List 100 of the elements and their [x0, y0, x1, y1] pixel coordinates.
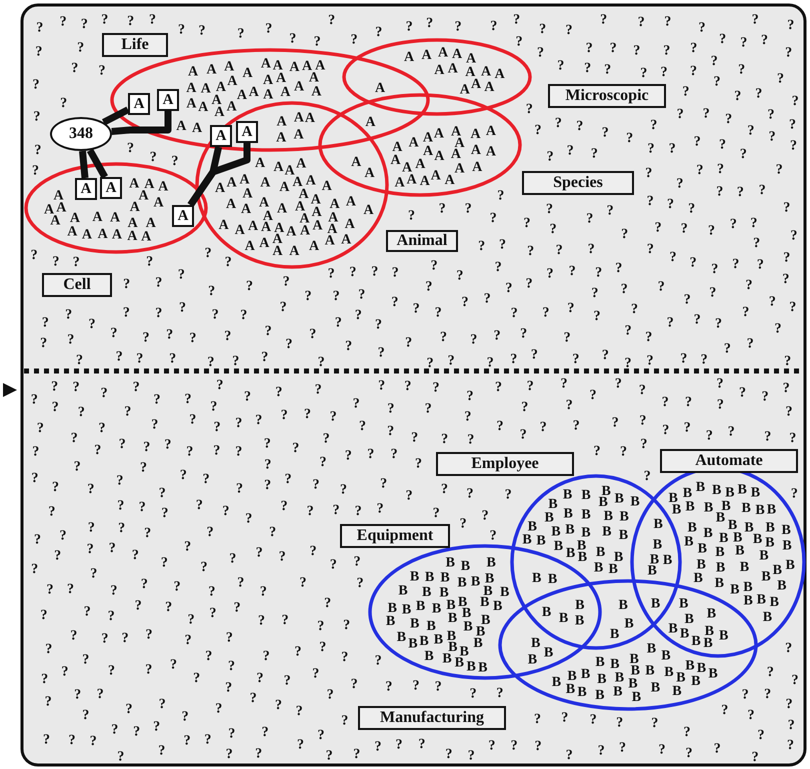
- scatter-symbol: ?: [633, 44, 640, 59]
- scatter-symbol: ?: [496, 686, 504, 701]
- scatter-symbol: A: [481, 64, 492, 80]
- scatter-symbol: ?: [264, 478, 272, 494]
- scatter-symbol: ?: [300, 575, 306, 590]
- scatter-symbol: B: [493, 599, 502, 614]
- scatter-symbol: B: [685, 658, 695, 674]
- scatter-symbol: A: [364, 202, 374, 218]
- scatter-symbol: ?: [650, 118, 658, 134]
- scatter-symbol: B: [528, 520, 537, 535]
- scatter-symbol: ?: [784, 354, 792, 370]
- scatter-symbol: ?: [406, 19, 413, 34]
- scatter-symbol: ?: [96, 686, 104, 702]
- scatter-symbol: B: [614, 670, 624, 686]
- connector-line: [86, 148, 108, 179]
- scatter-symbol: B: [744, 593, 753, 608]
- scatter-symbol: ?: [94, 443, 102, 458]
- scatter-symbol: ?: [174, 580, 181, 595]
- scatter-symbol: ?: [33, 109, 40, 124]
- scatter-symbol: ?: [318, 728, 324, 743]
- scatter-symbol: ?: [460, 516, 467, 532]
- scatter-symbol: ?: [36, 421, 44, 436]
- scatter-symbol: ?: [716, 376, 724, 392]
- scatter-symbol: ?: [598, 743, 605, 758]
- scatter-symbol: ?: [30, 248, 38, 264]
- scatter-symbol: ?: [312, 477, 320, 492]
- scatter-symbol: ?: [178, 268, 185, 283]
- scatter-symbol: ?: [734, 88, 742, 104]
- scatter-symbol: A: [67, 224, 78, 240]
- scatter-symbol: ?: [117, 498, 124, 514]
- scatter-symbol: ?: [354, 554, 361, 570]
- scatter-symbol: A: [277, 202, 288, 217]
- scatter-symbol: ?: [82, 652, 90, 668]
- scatter-symbol: ?: [250, 690, 257, 706]
- scatter-symbol: B: [610, 656, 620, 672]
- scatter-symbol: ?: [126, 702, 132, 717]
- scatter-symbol: B: [457, 576, 467, 591]
- scatter-symbol: ?: [761, 32, 768, 48]
- scatter-symbol: ?: [789, 430, 796, 446]
- scatter-symbol: B: [761, 569, 771, 584]
- scatter-symbol: A: [280, 84, 290, 100]
- scatter-symbol: ?: [208, 584, 216, 600]
- scatter-symbol: A: [448, 62, 458, 77]
- scatter-symbol: A: [408, 135, 419, 150]
- scatter-symbol: A: [276, 71, 286, 86]
- scatter-symbol: B: [473, 636, 483, 651]
- scatter-symbol: B: [756, 592, 766, 608]
- scatter-symbol: A: [415, 157, 426, 172]
- scatter-symbol: ?: [48, 504, 56, 520]
- scatter-symbol: ?: [171, 154, 178, 169]
- scatter-symbol: A: [322, 179, 332, 194]
- scatter-symbol: ?: [208, 284, 216, 299]
- scatter-symbol: ?: [72, 254, 80, 270]
- category-label: Animal: [386, 230, 458, 252]
- scatter-symbol: ?: [412, 678, 420, 694]
- scatter-symbol: ?: [466, 486, 474, 502]
- scatter-symbol: ?: [792, 94, 799, 109]
- scatter-symbol: A: [392, 140, 402, 155]
- scatter-symbol: B: [613, 684, 622, 700]
- scatter-symbol: ?: [286, 336, 292, 352]
- scatter-symbol: ?: [505, 281, 512, 296]
- scatter-symbol: B: [664, 665, 674, 680]
- scatter-symbol: ?: [117, 749, 124, 764]
- scatter-symbol: ?: [186, 444, 194, 460]
- scatter-symbol: B: [542, 605, 552, 620]
- scatter-symbol: ?: [349, 265, 356, 280]
- scatter-symbol: ?: [371, 264, 378, 280]
- scatter-symbol: ?: [359, 418, 366, 434]
- scatter-symbol: ?: [756, 257, 764, 272]
- scatter-symbol: ?: [602, 125, 609, 140]
- scatter-symbol: ?: [646, 194, 654, 210]
- scatter-symbol: A: [394, 176, 405, 191]
- scatter-symbol: ?: [432, 380, 440, 396]
- scatter-symbol: ?: [405, 336, 412, 350]
- scatter-symbol: A: [98, 227, 108, 242]
- scatter-symbol: ?: [188, 612, 195, 628]
- scatter-symbol: B: [712, 483, 722, 498]
- scatter-symbol: B: [740, 560, 750, 576]
- scatter-symbol: ?: [785, 641, 792, 656]
- scatter-symbol: ?: [74, 688, 82, 703]
- scatter-symbol: ?: [67, 582, 74, 597]
- boxed-letter: A: [75, 178, 97, 200]
- scatter-symbol: ?: [88, 520, 95, 536]
- scatter-symbol: ?: [142, 330, 150, 346]
- scatter-symbol: ?: [31, 562, 38, 578]
- scatter-symbol: ?: [294, 644, 302, 660]
- scatter-symbol: ?: [640, 66, 648, 81]
- scatter-symbol: ?: [526, 378, 534, 394]
- scatter-symbol: A: [248, 85, 259, 100]
- scatter-symbol: ?: [367, 446, 374, 462]
- scatter-symbol: B: [766, 502, 776, 518]
- boxed-letter: A: [128, 93, 150, 115]
- scatter-symbol: A: [141, 230, 152, 244]
- scatter-symbol: ?: [284, 674, 291, 689]
- scatter-symbol: A: [226, 100, 237, 115]
- scatter-symbol: ?: [736, 184, 744, 200]
- scatter-symbol: ?: [71, 61, 78, 76]
- scatter-symbol: ?: [326, 687, 334, 702]
- scatter-symbol: A: [242, 66, 253, 82]
- scatter-symbol: ?: [787, 738, 794, 754]
